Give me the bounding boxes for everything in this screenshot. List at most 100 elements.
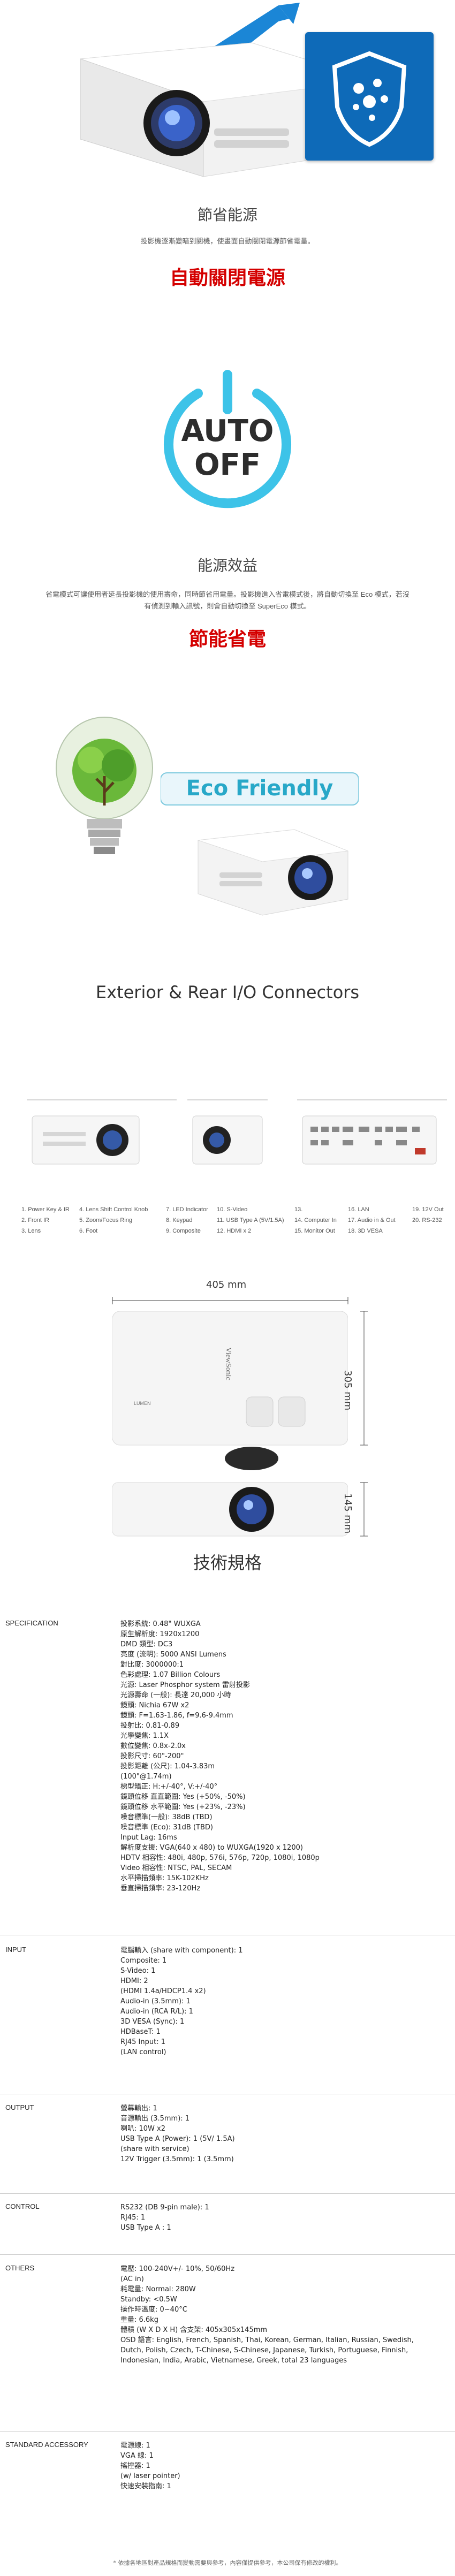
spec-line: 鏡頭位移 直直範圍: Yes (+50%, -50%) [120,1793,246,1801]
io-legend-item: 5. Zoom/Focus Ring [79,1217,133,1224]
spec-line: 螢幕輸出: 1 [120,2104,157,2113]
spec-line: 鏡頭位移 水平範圍: Yes (+23%, -23%) [120,1803,246,1811]
projector-rear-io-diagram [297,1099,447,1165]
spec-line: 噪音標準 (Eco): 31dB (TBD) [120,1823,213,1832]
eco-friendly-label: Eco Friendly [186,776,333,801]
spec-line: 喇叭: 10W x2 [120,2125,166,2133]
spec-line: 電壓: 100-240V+/- 10%, 50/60Hz [120,2265,235,2273]
spec-line: USB Type A : 1 [120,2224,171,2232]
spec-line: Input Lag: 16ms [120,1834,177,1842]
spec-section-label: SPECIFICATION [5,1619,58,1627]
io-legend-item: 15. Monitor Out [294,1228,335,1234]
spec-line: 搖控器: 1 [120,2462,150,2470]
specs-footnote: * 依據各地區對產品規格而變動需要與參考，內容僅提供參考，本公司保有修改的權利。 [113,2559,342,2566]
spec-line: 投影尺寸: 60"-200" [120,1752,184,1760]
io-legend-item: 10. S-Video [217,1206,248,1213]
io-legend-col-6: 16. LAN 17. Audio in & Out 18. 3D VESA [348,1204,396,1236]
depth-dimension-line [360,1311,368,1446]
svg-text:LUMEN: LUMEN [134,1401,151,1406]
spec-line: 亮度 (流明): 5000 ANSI Lumens [120,1651,226,1659]
io-legend-item: 17. Audio in & Out [348,1217,396,1224]
spec-line: USB Type A (Power): 1 (5V/ 1.5A) [120,2135,235,2143]
io-connectors-title: Exterior & Rear I/O Connectors [95,982,360,1002]
io-legend-item: 13. [294,1206,303,1213]
eco-lightbulb-image [56,717,153,854]
io-legend-item: 9. Composite [166,1228,201,1234]
io-legend-col-4: 10. S-Video 11. USB Type A (5V/1.5A) 12.… [217,1204,284,1236]
spec-line: RS232 (DB 9-pin male): 1 [120,2203,209,2212]
auto-off-label-top: AUTO [181,414,274,449]
spec-section-label: INPUT [5,1946,26,1954]
spec-line: 垂直掃描頻率: 23-120Hz [120,1884,201,1893]
spec-line: HDMI: 2 [120,1977,148,1985]
spec-line: (100"@1.74m) [120,1773,172,1781]
width-dimension-label: 405 mm [206,1279,247,1290]
spec-line: (AC in) [120,2275,144,2283]
eco-friendly-banner: Eco Friendly [161,771,359,807]
spec-line: 原生解析度: 1920x1200 [120,1630,200,1638]
energy-saving-title: 節省能源 [197,206,257,224]
hero-section [0,0,455,193]
spec-line: 色彩處理: 1.07 Billion Colours [120,1671,221,1679]
auto-off-graphic: AUTO OFF [158,369,297,508]
projector-top-view-image: LUMEN [112,1311,348,1470]
spec-line: (share with service) [120,2145,189,2153]
efficiency-desc-line-1: 省電模式可讓使用者延長投影機的使用壽命，同時節省用電量。投影機進入省電模式後，將… [46,590,410,598]
specs-title: 技術規格 [193,1553,262,1573]
height-dimension-label: 145 mm [342,1493,353,1534]
spec-line: Indonesian, India, Arabic, Vietnamese, G… [120,2357,347,2365]
spec-section-values: 螢幕輸出: 1 音源輸出 (3.5mm): 1 喇叭: 10W x2 USB Type… [120,2103,447,2164]
spec-line: VGA 線: 1 [120,2452,154,2460]
projector-front-view-image [112,1482,348,1537]
io-legend-item: 18. 3D VESA [348,1228,383,1234]
spec-line: (HDMI 1.4a/HDCP1.4 x2) [120,1987,206,1995]
spec-line: 12V Trigger (3.5mm): 1 (3.5mm) [120,2155,234,2163]
spec-line: 鏡頭: F=1.63-1.86, f=9.6-9.4mm [120,1712,233,1720]
efficiency-desc-line-2: 有偵測到輸入訊號，則會自動切換至 SuperEco 模式。 [144,602,311,610]
auto-power-off-headline: 自動關閉電源 [169,267,285,289]
spec-section-label: STANDARD ACCESSORY [5,2441,88,2449]
spec-line: Audio-in (3.5mm): 1 [120,1997,191,2005]
spec-line: 投影系統: 0.48" WUXGA [120,1620,201,1628]
efficiency-headline: 節能省電 [188,628,266,650]
spec-line: 音源輸出 (3.5mm): 1 [120,2115,190,2123]
spec-line: Dutch, Polish, Czech, T-Chinese, S-Chine… [120,2346,408,2354]
io-legend-item: 12. HDMI x 2 [217,1228,252,1234]
spec-section-values: 電壓: 100-240V+/- 10%, 50/60Hz(AC in)耗電量: … [120,2264,447,2366]
spec-line: 電腦輸入 (share with component): 1 [120,1947,243,1955]
spec-line: S-Video: 1 [120,1967,156,1975]
projector-side-diagram [187,1099,268,1165]
io-legend: 1. Power Key & IR 2. Front IR 3. Lens 4.… [21,1204,450,1258]
io-legend-item: 4. Lens Shift Control Knob [79,1206,148,1213]
spec-line: HDTV 相容性: 480i, 480p, 576i, 576p, 720p, … [120,1854,320,1862]
projector-hero-image [80,3,375,177]
spec-line: Audio-in (RCA R/L): 1 [120,2008,193,2016]
spec-line: 數位變焦: 0.8x-2.0x [120,1742,186,1750]
spec-line: 光學變焦: 1.1X [120,1732,169,1740]
spec-line: 梯型矯正: H:+/-40°, V:+/-40° [120,1783,218,1791]
brand-logo-top-view: ViewSonic [224,1347,232,1380]
efficiency-desc: 省電模式可讓使用者延長投影機的使用壽命，同時節省用電量。投影機進入省電模式後，將… [11,589,444,612]
depth-dimension-label: 305 mm [342,1370,353,1411]
io-legend-item: 16. LAN [348,1206,369,1213]
io-legend-item: 19. 12V Out [412,1206,444,1213]
spec-divider [0,2193,455,2194]
spec-line: 光源壽命 (一般): 長達 20,000 小時 [120,1691,231,1699]
spec-line: 操作時溫度: 0~40°C [120,2306,187,2314]
spec-line: (LAN control) [120,2048,166,2056]
io-legend-item: 6. Foot [79,1228,98,1234]
spec-line: 對比度: 3000000:1 [120,1661,184,1669]
spec-line: 水平掃描頻率: 15K-102KHz [120,1874,209,1882]
spec-line: HDBaseT: 1 [120,2028,161,2036]
spec-line: 3D VESA (Sync): 1 [120,2018,185,2026]
spec-line: 光源: Laser Phosphor system 雷射投影 [120,1681,250,1689]
io-legend-item: 14. Computer In [294,1217,337,1224]
io-legend-item: 11. USB Type A (5V/1.5A) [217,1217,284,1224]
spec-line: (w/ laser pointer) [120,2472,180,2480]
spec-line: 重量: 6.6kg [120,2316,158,2324]
power-icon [164,370,291,508]
efficiency-title: 能源效益 [197,557,257,574]
projector-front-diagram [27,1099,177,1165]
